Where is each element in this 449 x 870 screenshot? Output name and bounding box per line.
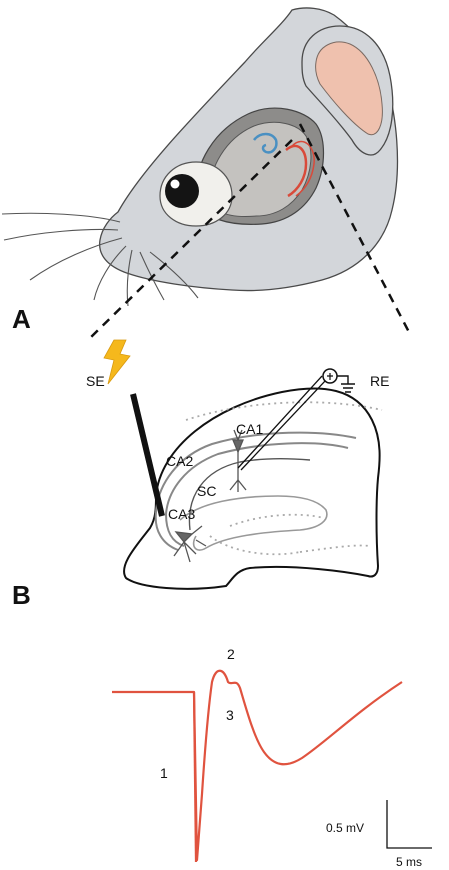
- stim-electrode-label: SE: [86, 373, 105, 389]
- region-label-sc: SC: [197, 483, 216, 499]
- trace-component-2: 2: [227, 646, 235, 662]
- scale-bar-voltage-label: 0.5 mV: [326, 821, 364, 835]
- trace-component-1: 1: [160, 765, 168, 781]
- rec-electrode-label: RE: [370, 373, 389, 389]
- region-label-ca2: CA2: [166, 453, 193, 469]
- region-label-ca1: CA1: [236, 421, 263, 437]
- stimulating-electrode: [104, 340, 162, 516]
- rat-eye: [165, 174, 199, 208]
- ground-icon: [337, 376, 355, 392]
- region-label-ca3: CA3: [168, 506, 195, 522]
- panel-label-b: B: [12, 580, 31, 610]
- panel-label-a: A: [12, 304, 31, 334]
- scale-bar: [387, 800, 432, 848]
- scale-bar-time-label: 5 ms: [396, 855, 422, 869]
- hippocampal-slice: [124, 388, 382, 588]
- rat-head-illustration: [2, 8, 397, 306]
- trace-component-3: 3: [226, 707, 234, 723]
- stim-bolt-icon: [104, 340, 130, 384]
